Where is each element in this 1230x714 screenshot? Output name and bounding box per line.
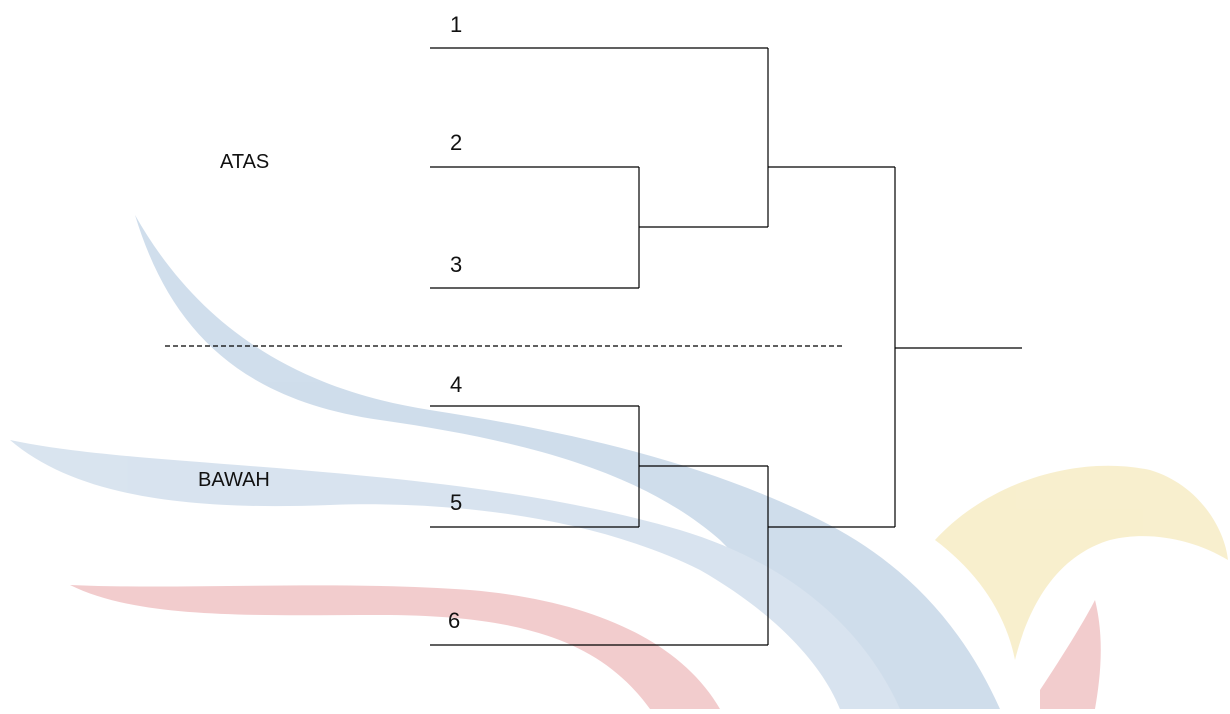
- slot-number-4: 4: [450, 372, 462, 397]
- watermark-wing-blue-2: [10, 440, 900, 709]
- group-label-top: ATAS: [220, 151, 269, 173]
- slot-number-2: 2: [450, 130, 462, 155]
- slot-number-1: 1: [450, 12, 462, 37]
- watermark-wing-red: [70, 585, 720, 709]
- slot-number-5: 5: [450, 490, 462, 515]
- watermark-beak-yellow: [935, 465, 1228, 660]
- watermark-wing-red-2: [1040, 600, 1101, 709]
- slot-numbers: 1 2 3 4 5 6: [448, 12, 462, 633]
- bracket-lines: [430, 47, 1022, 646]
- slot-number-6: 6: [448, 608, 460, 633]
- watermark-logo: [10, 215, 1228, 709]
- group-label-bottom: BAWAH: [198, 469, 270, 491]
- slot-number-3: 3: [450, 252, 462, 277]
